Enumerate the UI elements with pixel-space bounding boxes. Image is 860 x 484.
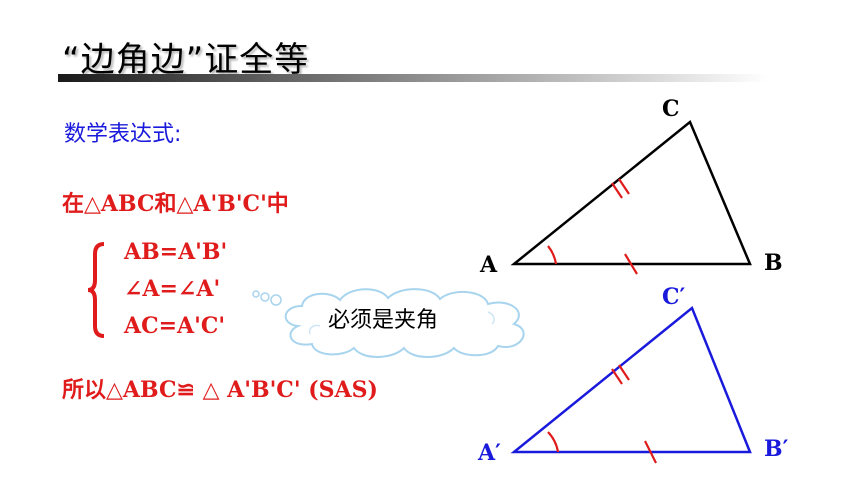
triangle-abc [510,119,752,266]
condition-ac: AC=A'C' [124,313,226,339]
conclusion-line: 所以△ABC≌ △ A'B'C' (SAS) [62,377,378,403]
triangle-a1b1c1-marks [547,364,657,464]
subtitle: 数学表达式: [64,122,182,147]
cloud-callout [252,288,525,358]
left-brace [87,242,105,338]
triangle-abc-outline [510,119,752,266]
angle-arc-a [547,245,558,265]
tick-a1c1-1 [611,368,623,385]
triangle-abc-marks [547,178,638,275]
label-a: A [480,252,498,278]
title-underline-bar [58,74,768,82]
angle-arc-a1 [547,431,560,453]
label-c: C [662,96,680,122]
tick-a1c1-2 [618,364,630,381]
given-line: 在△ABC和△A'B'C'中 [62,191,289,217]
triangle-a1b1c1 [510,305,752,454]
label-c-prime: C′ [662,284,686,310]
slide-title: “边角边”证全等 [62,40,310,80]
tick-ac-1 [611,182,623,199]
condition-angle-a: ∠A=∠A' [124,276,221,302]
tick-ab [624,253,638,275]
condition-ab: AB=A'B' [124,239,228,265]
triangle-a1b1c1-outline [510,305,752,454]
label-a-prime: A′ [478,440,501,466]
label-b-prime: B′ [764,436,789,462]
tick-ac-2 [618,178,630,195]
cloud-note: 必须是夹角 [328,308,439,333]
tick-a1b1 [644,440,657,464]
label-b: B [764,250,783,276]
